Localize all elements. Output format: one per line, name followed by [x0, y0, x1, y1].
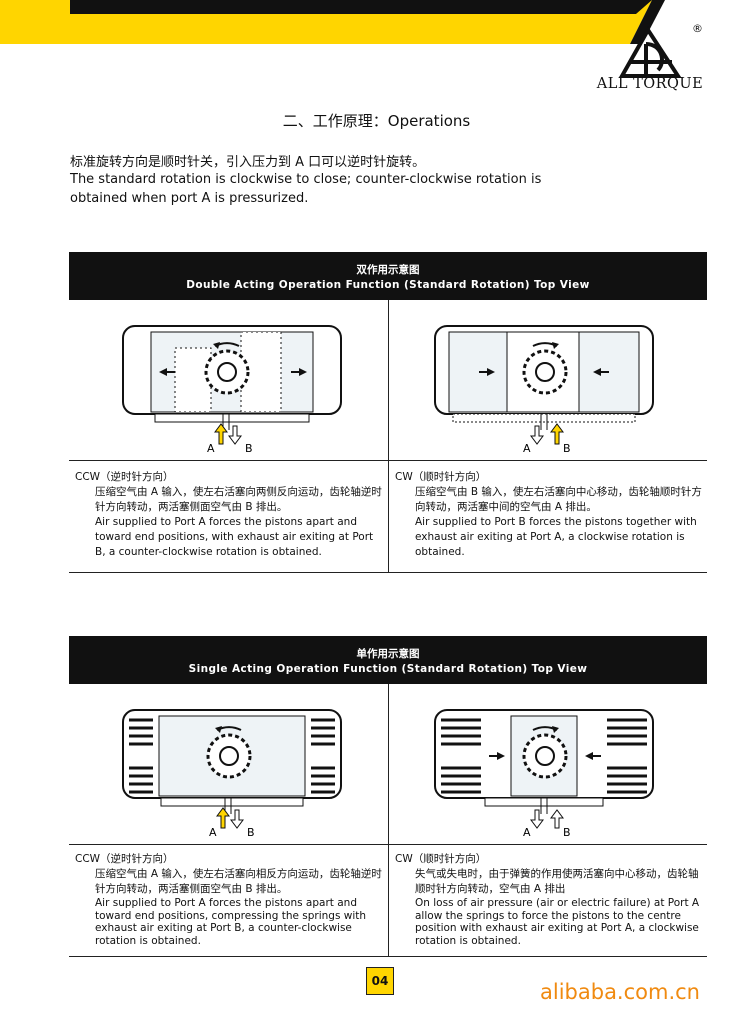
ccw-label: CCW（逆时针方向）	[75, 471, 174, 483]
double-acting-title-cn: 双作用示意图	[356, 264, 420, 276]
single-acting-header: 单作用示意图 Single Acting Operation Function …	[69, 636, 707, 684]
single-acting-cw-diagram: A B	[434, 709, 654, 839]
ccw-text-cn: 压缩空气由 A 输入，使左右活塞向两侧反向运动，齿轮轴逆时针方向转动，两活塞侧面…	[95, 486, 382, 513]
ccw-text-en: Air supplied to Port A forces the piston…	[95, 516, 374, 558]
brand-name: ALL TORQUE	[596, 76, 704, 92]
double-acting-header: 双作用示意图 Double Acting Operation Function …	[69, 252, 707, 300]
page-heading: 二、工作原理：Operations	[282, 112, 471, 130]
single-acting-title-en: Single Acting Operation Function (Standa…	[188, 663, 588, 675]
single-acting-cw-description: CW（顺时针方向） 失气或失电时，由于弹簧的作用使两活塞向中心移动，齿轮轴顺时针…	[395, 852, 703, 947]
port-a-label: A	[209, 826, 217, 839]
port-b-label: B	[563, 442, 571, 455]
ccw-text-cn: 压缩空气由 A 输入，使左右活塞向相反方向运动，齿轮轴逆时针方向转动，两活塞侧面…	[95, 868, 382, 895]
top-banner	[0, 0, 665, 44]
single-acting-title-cn: 单作用示意图	[356, 648, 420, 660]
cw-label: CW（顺时针方向）	[395, 471, 487, 483]
double-acting-ccw-description: CCW（逆时针方向） 压缩空气由 A 输入，使左右活塞向两侧反向运动，齿轮轴逆时…	[75, 470, 383, 560]
column-divider	[388, 684, 389, 956]
intro-chinese: 标准旋转方向是顺时针关，引入压力到 A 口可以逆时针旋转。	[70, 155, 426, 170]
port-a-label: A	[523, 826, 531, 839]
double-acting-section: 双作用示意图 Double Acting Operation Function …	[69, 252, 707, 573]
row-divider	[69, 844, 707, 845]
port-b-label: B	[245, 442, 253, 455]
double-acting-ccw-diagram: A B	[122, 325, 342, 455]
double-acting-title-en: Double Acting Operation Function (Standa…	[186, 279, 590, 291]
single-acting-section: 单作用示意图 Single Acting Operation Function …	[69, 636, 707, 957]
double-acting-cw-description: CW（顺时针方向） 压缩空气由 B 输入，使左右活塞向中心移动，齿轮轴顺时针方向…	[395, 470, 703, 560]
cw-text-en: On loss of air pressure (air or electric…	[415, 897, 700, 947]
port-b-label: B	[247, 826, 255, 839]
cw-text-cn: 压缩空气由 B 输入，使左右活塞向中心移动，齿轮轴顺时针方向转动，两活塞中间的空…	[415, 486, 702, 513]
column-divider	[388, 300, 389, 572]
row-divider	[69, 460, 707, 461]
all-torque-logo-icon	[618, 26, 682, 78]
ccw-text-en: Air supplied to Port A forces the piston…	[95, 897, 367, 947]
watermark: alibaba.com.cn	[540, 980, 700, 1004]
cw-text-cn: 失气或失电时，由于弹簧的作用使两活塞向中心移动，齿轮轴顺时针方向转动，空气由 A…	[415, 868, 699, 895]
single-acting-ccw-description: CCW（逆时针方向） 压缩空气由 A 输入，使左右活塞向相反方向运动，齿轮轴逆时…	[75, 852, 383, 947]
port-a-label: A	[523, 442, 531, 455]
registered-mark: ®	[692, 22, 703, 35]
ccw-label: CCW（逆时针方向）	[75, 853, 174, 865]
port-b-label: B	[563, 826, 571, 839]
port-a-label: A	[207, 442, 215, 455]
double-acting-cw-diagram: A B	[434, 325, 654, 455]
single-acting-ccw-diagram: A B	[122, 709, 342, 839]
cw-text-en: Air supplied to Port B forces the piston…	[415, 516, 697, 558]
intro-english: The standard rotation is clockwise to cl…	[70, 172, 542, 206]
page-number: 04	[366, 967, 394, 995]
cw-label: CW（顺时针方向）	[395, 853, 487, 865]
